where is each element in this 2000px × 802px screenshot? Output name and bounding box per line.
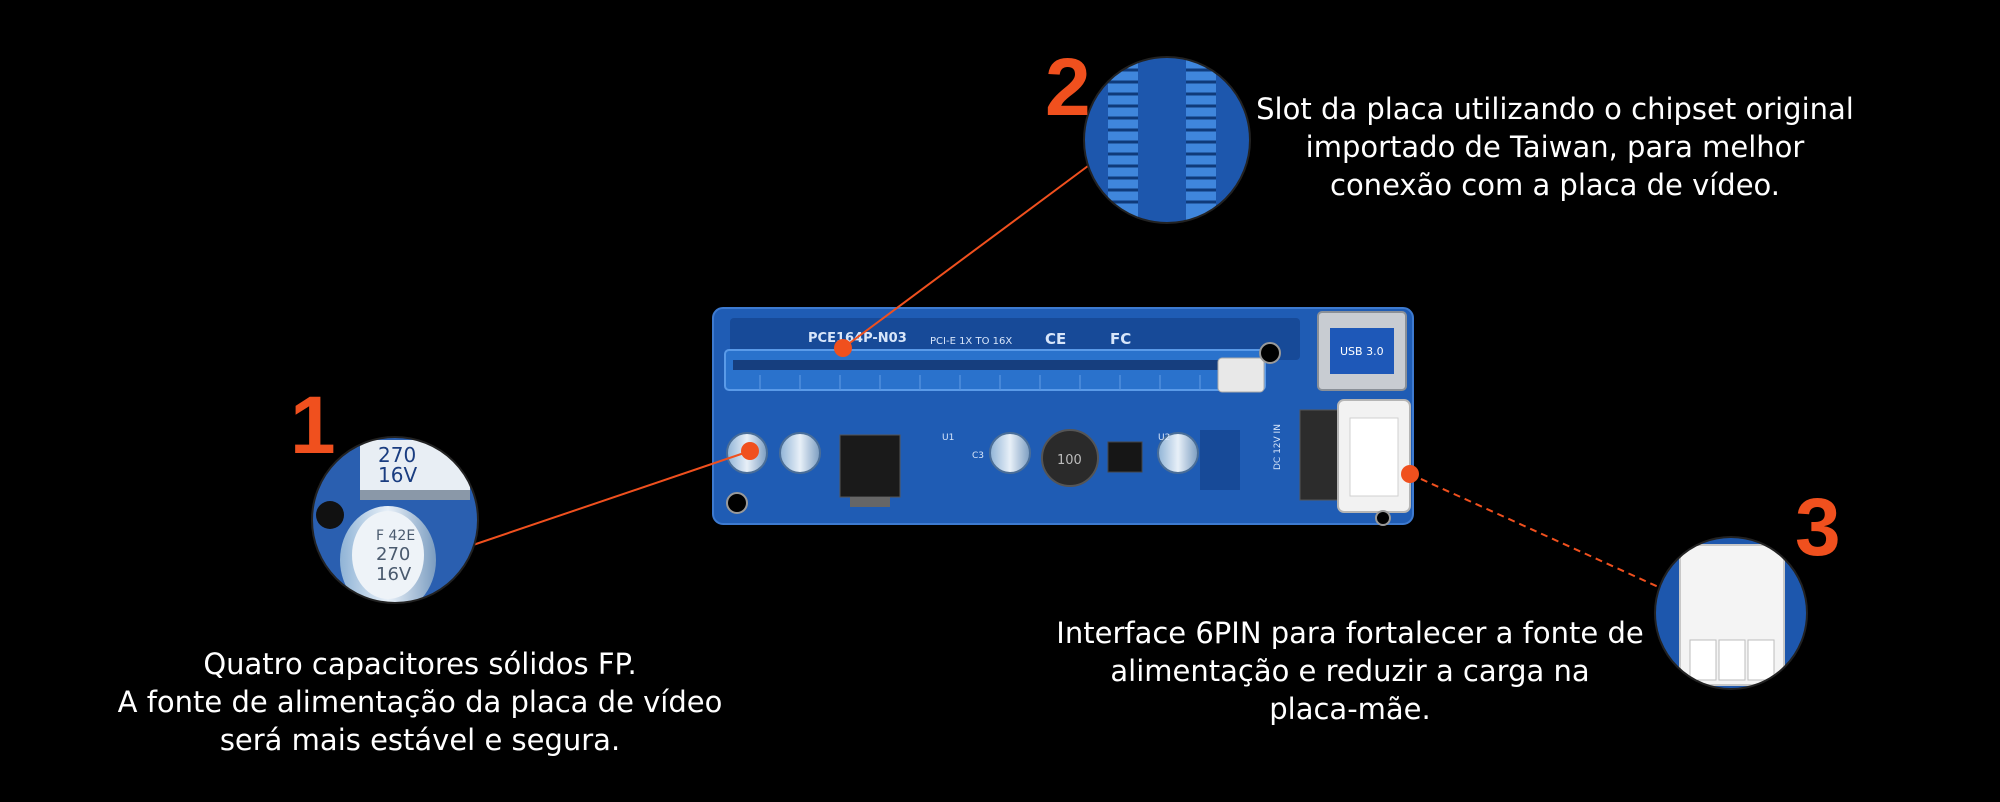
inductor-label: 100 [1057, 453, 1082, 468]
zoom-text: 270 [376, 544, 410, 565]
mounting-hole [1259, 342, 1281, 364]
fcc-mark-icon: FC [1110, 330, 1131, 348]
controller-chip [1107, 441, 1143, 473]
caption-line: A fonte de alimentação da placa de vídeo [117, 685, 723, 719]
inductor [1041, 429, 1099, 487]
zoom-text: F 42E [376, 528, 415, 544]
usb-label: USB 3.0 [1340, 345, 1384, 358]
u1-label: U1 [942, 433, 954, 443]
zoom-capacitor: 270 16V F 42E 270 16V [312, 437, 478, 603]
callout-caption-2: Slot da placa utilizando o chipset origi… [1230, 90, 1880, 204]
c3-label: C3 [972, 451, 984, 461]
caption-line: importado de Taiwan, para melhor [1305, 130, 1805, 164]
zoom-6pin [1655, 537, 1807, 689]
marker-dot-3 [1401, 465, 1419, 483]
small-connector [1217, 357, 1265, 393]
board-subtitle-label: PCI-E 1X TO 16X [930, 336, 1012, 347]
u2-label: U2 [1158, 433, 1170, 443]
power-connector-6pin [1299, 399, 1411, 513]
molex-label: DC 12V IN [1273, 424, 1283, 470]
marker-dot-2 [834, 339, 852, 357]
caption-line: conexão com a placa de vídeo. [1330, 168, 1780, 202]
zoom-text: 270 [378, 443, 416, 467]
usb-port: USB 3.0 [1317, 311, 1407, 391]
callout-caption-3: Interface 6PIN para fortalecer a fonte d… [1030, 614, 1670, 728]
caption-line: Slot da placa utilizando o chipset origi… [1256, 92, 1854, 126]
leader-line-3 [1409, 473, 1666, 591]
zoom-slot [1084, 57, 1250, 223]
pcie-x16-slot [724, 349, 1266, 391]
callout-number-2: 2 [1045, 42, 1091, 133]
callout-number-1: 1 [290, 380, 336, 471]
caption-line: alimentação e reduzir a carga na [1110, 654, 1590, 688]
zoom-text: 16V [378, 463, 417, 487]
zoom-text: 16V [376, 564, 412, 585]
caption-line: placa-mãe. [1269, 692, 1431, 726]
callout-caption-1: Quatro capacitores sólidos FP. A fonte d… [100, 645, 740, 759]
caption-line: será mais estável e segura. [219, 723, 621, 757]
ce-mark-icon: CE [1045, 330, 1066, 348]
callout-number-3: 3 [1795, 482, 1841, 573]
marker-dot-1 [741, 442, 759, 460]
leader-line-1 [469, 450, 751, 547]
voltage-regulator [839, 434, 901, 498]
pcb-board: PCE164P-N03 PCI-E 1X TO 16X CE FC USB 3.… [712, 307, 1414, 526]
caption-line: Interface 6PIN para fortalecer a fonte d… [1056, 616, 1644, 650]
mounting-hole [1375, 510, 1391, 526]
capacitors [726, 432, 1199, 474]
caption-line: Quatro capacitores sólidos FP. [203, 647, 637, 681]
mounting-hole [726, 492, 748, 514]
leader-line-2 [842, 159, 1097, 349]
